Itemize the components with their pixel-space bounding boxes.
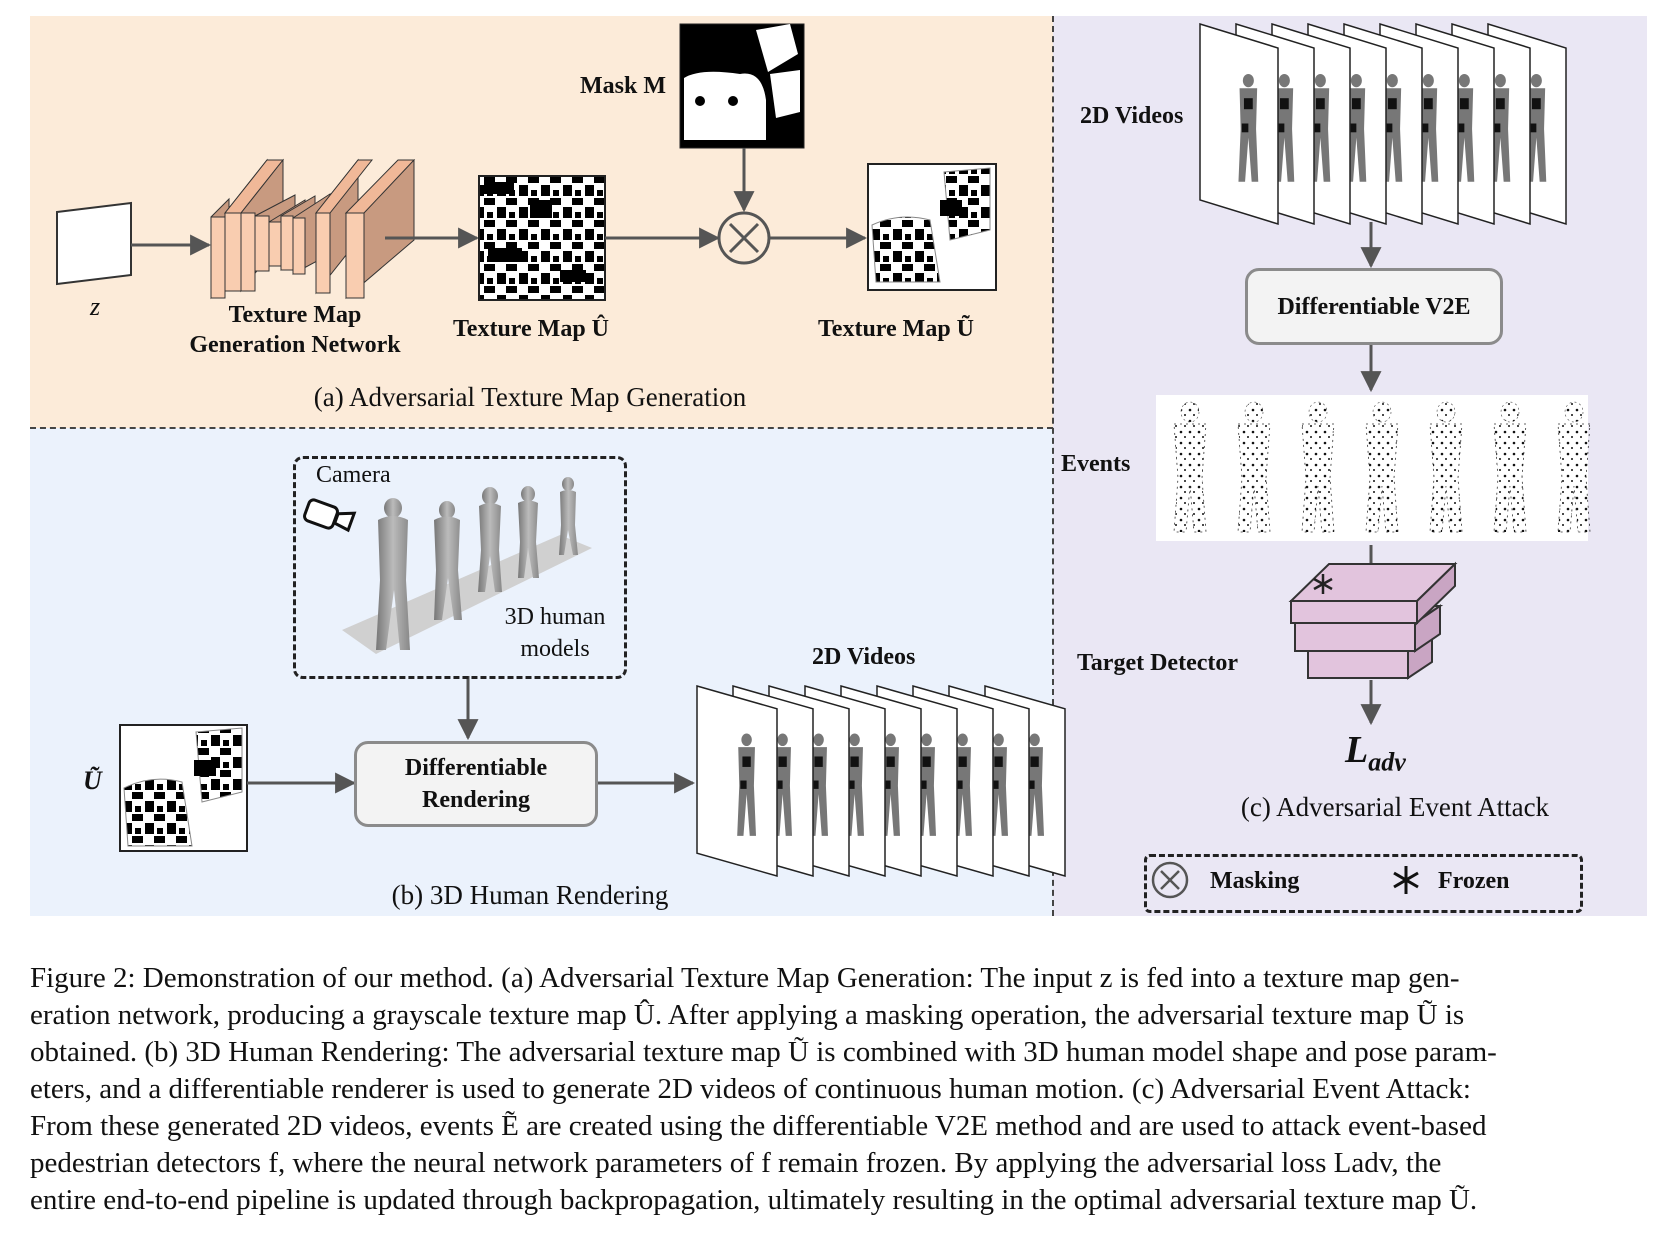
caption-line-4: eters, and a differentiable renderer is … bbox=[30, 1073, 1471, 1105]
caption-line-7: entire end-to-end pipeline is updated th… bbox=[30, 1184, 1478, 1216]
generation-network-blocks bbox=[210, 158, 416, 300]
panel-divider-vertical bbox=[1052, 16, 1054, 916]
models-label-line2: models bbox=[520, 636, 590, 662]
legend-snowflake-icon bbox=[1393, 866, 1419, 894]
event-figure bbox=[1173, 401, 1207, 533]
event-figure bbox=[1557, 401, 1591, 533]
event-figure bbox=[1301, 401, 1335, 533]
caption-line-5: From these generated 2D videos, events Ẽ… bbox=[30, 1110, 1487, 1142]
event-figure bbox=[1493, 401, 1527, 533]
mask-image bbox=[679, 23, 805, 149]
event-figure bbox=[1237, 401, 1271, 533]
loss-label: Ladv bbox=[1345, 728, 1406, 778]
z-label: z bbox=[90, 292, 101, 321]
events-label: Events bbox=[1061, 451, 1131, 477]
mask-label: Mask M bbox=[580, 73, 666, 99]
panel-divider-horizontal bbox=[30, 427, 1053, 429]
video-frame bbox=[1199, 22, 1279, 226]
legend-frozen-label: Frozen bbox=[1438, 868, 1510, 894]
caption-line-3: obtained. (b) 3D Human Rendering: The ad… bbox=[30, 1036, 1497, 1068]
videos-label-b: 2D Videos bbox=[812, 644, 916, 670]
legend-masking-icon bbox=[1151, 861, 1189, 899]
legend-box bbox=[1144, 854, 1583, 913]
loss-main: L bbox=[1345, 729, 1369, 771]
v2e-label: Differentiable V2E bbox=[1277, 293, 1471, 320]
texture-tilde-input-label: Ũ bbox=[83, 766, 102, 795]
differentiable-v2e-box: Differentiable V2E bbox=[1245, 268, 1503, 345]
event-figure bbox=[1365, 401, 1399, 533]
texture-hat-label: Texture Map Û bbox=[453, 316, 609, 342]
videos-label-c: 2D Videos bbox=[1080, 103, 1184, 129]
camera-label: Camera bbox=[316, 462, 391, 488]
human-models-box bbox=[293, 456, 627, 679]
render-label-line1: Differentiable bbox=[404, 755, 548, 781]
texture-map-tilde-image bbox=[867, 163, 997, 291]
camera-icon bbox=[303, 498, 357, 533]
masking-operator-icon bbox=[717, 211, 771, 265]
target-detector-label: Target Detector bbox=[1077, 650, 1239, 676]
z-input-plane bbox=[56, 201, 132, 286]
video-frame bbox=[696, 685, 778, 877]
human-models-scene bbox=[342, 477, 592, 654]
network-label-line1: Texture Map bbox=[228, 302, 362, 328]
legend-masking-label: Masking bbox=[1210, 868, 1300, 894]
video-frames-stack-b bbox=[696, 685, 1066, 877]
panel-a-subtitle: (a) Adversarial Texture Map Generation bbox=[313, 382, 747, 412]
network-label-line2: Generation Network bbox=[189, 332, 401, 358]
caption-line-1: Figure 2: Demonstration of our method. (… bbox=[30, 962, 1460, 994]
texture-map-hat-image bbox=[478, 175, 606, 301]
caption-line-2: eration network, producing a grayscale t… bbox=[30, 999, 1465, 1031]
panel-c-subtitle: (c) Adversarial Event Attack bbox=[1240, 792, 1550, 822]
texture-tilde-label: Texture Map Ũ bbox=[818, 316, 974, 342]
video-frames-stack-c bbox=[1199, 22, 1567, 226]
event-figure bbox=[1429, 401, 1463, 533]
models-label-line1: 3D human bbox=[504, 604, 606, 630]
figure-graphics bbox=[56, 22, 1591, 899]
differentiable-rendering-box: Differentiable Rendering bbox=[354, 741, 598, 827]
render-label-line2: Rendering bbox=[422, 787, 530, 813]
figure-caption: Figure 2: Demonstration of our method. (… bbox=[30, 960, 1646, 1219]
caption-line-6: pedestrian detectors f, where the neural… bbox=[30, 1147, 1442, 1179]
events-strip-image bbox=[1156, 395, 1591, 541]
texture-map-tilde-input-image bbox=[119, 724, 248, 852]
loss-sub: adv bbox=[1368, 747, 1406, 777]
panel-b-subtitle: (b) 3D Human Rendering bbox=[391, 880, 669, 910]
target-detector-layers bbox=[1288, 561, 1458, 680]
snowflake-icon bbox=[1313, 574, 1333, 594]
